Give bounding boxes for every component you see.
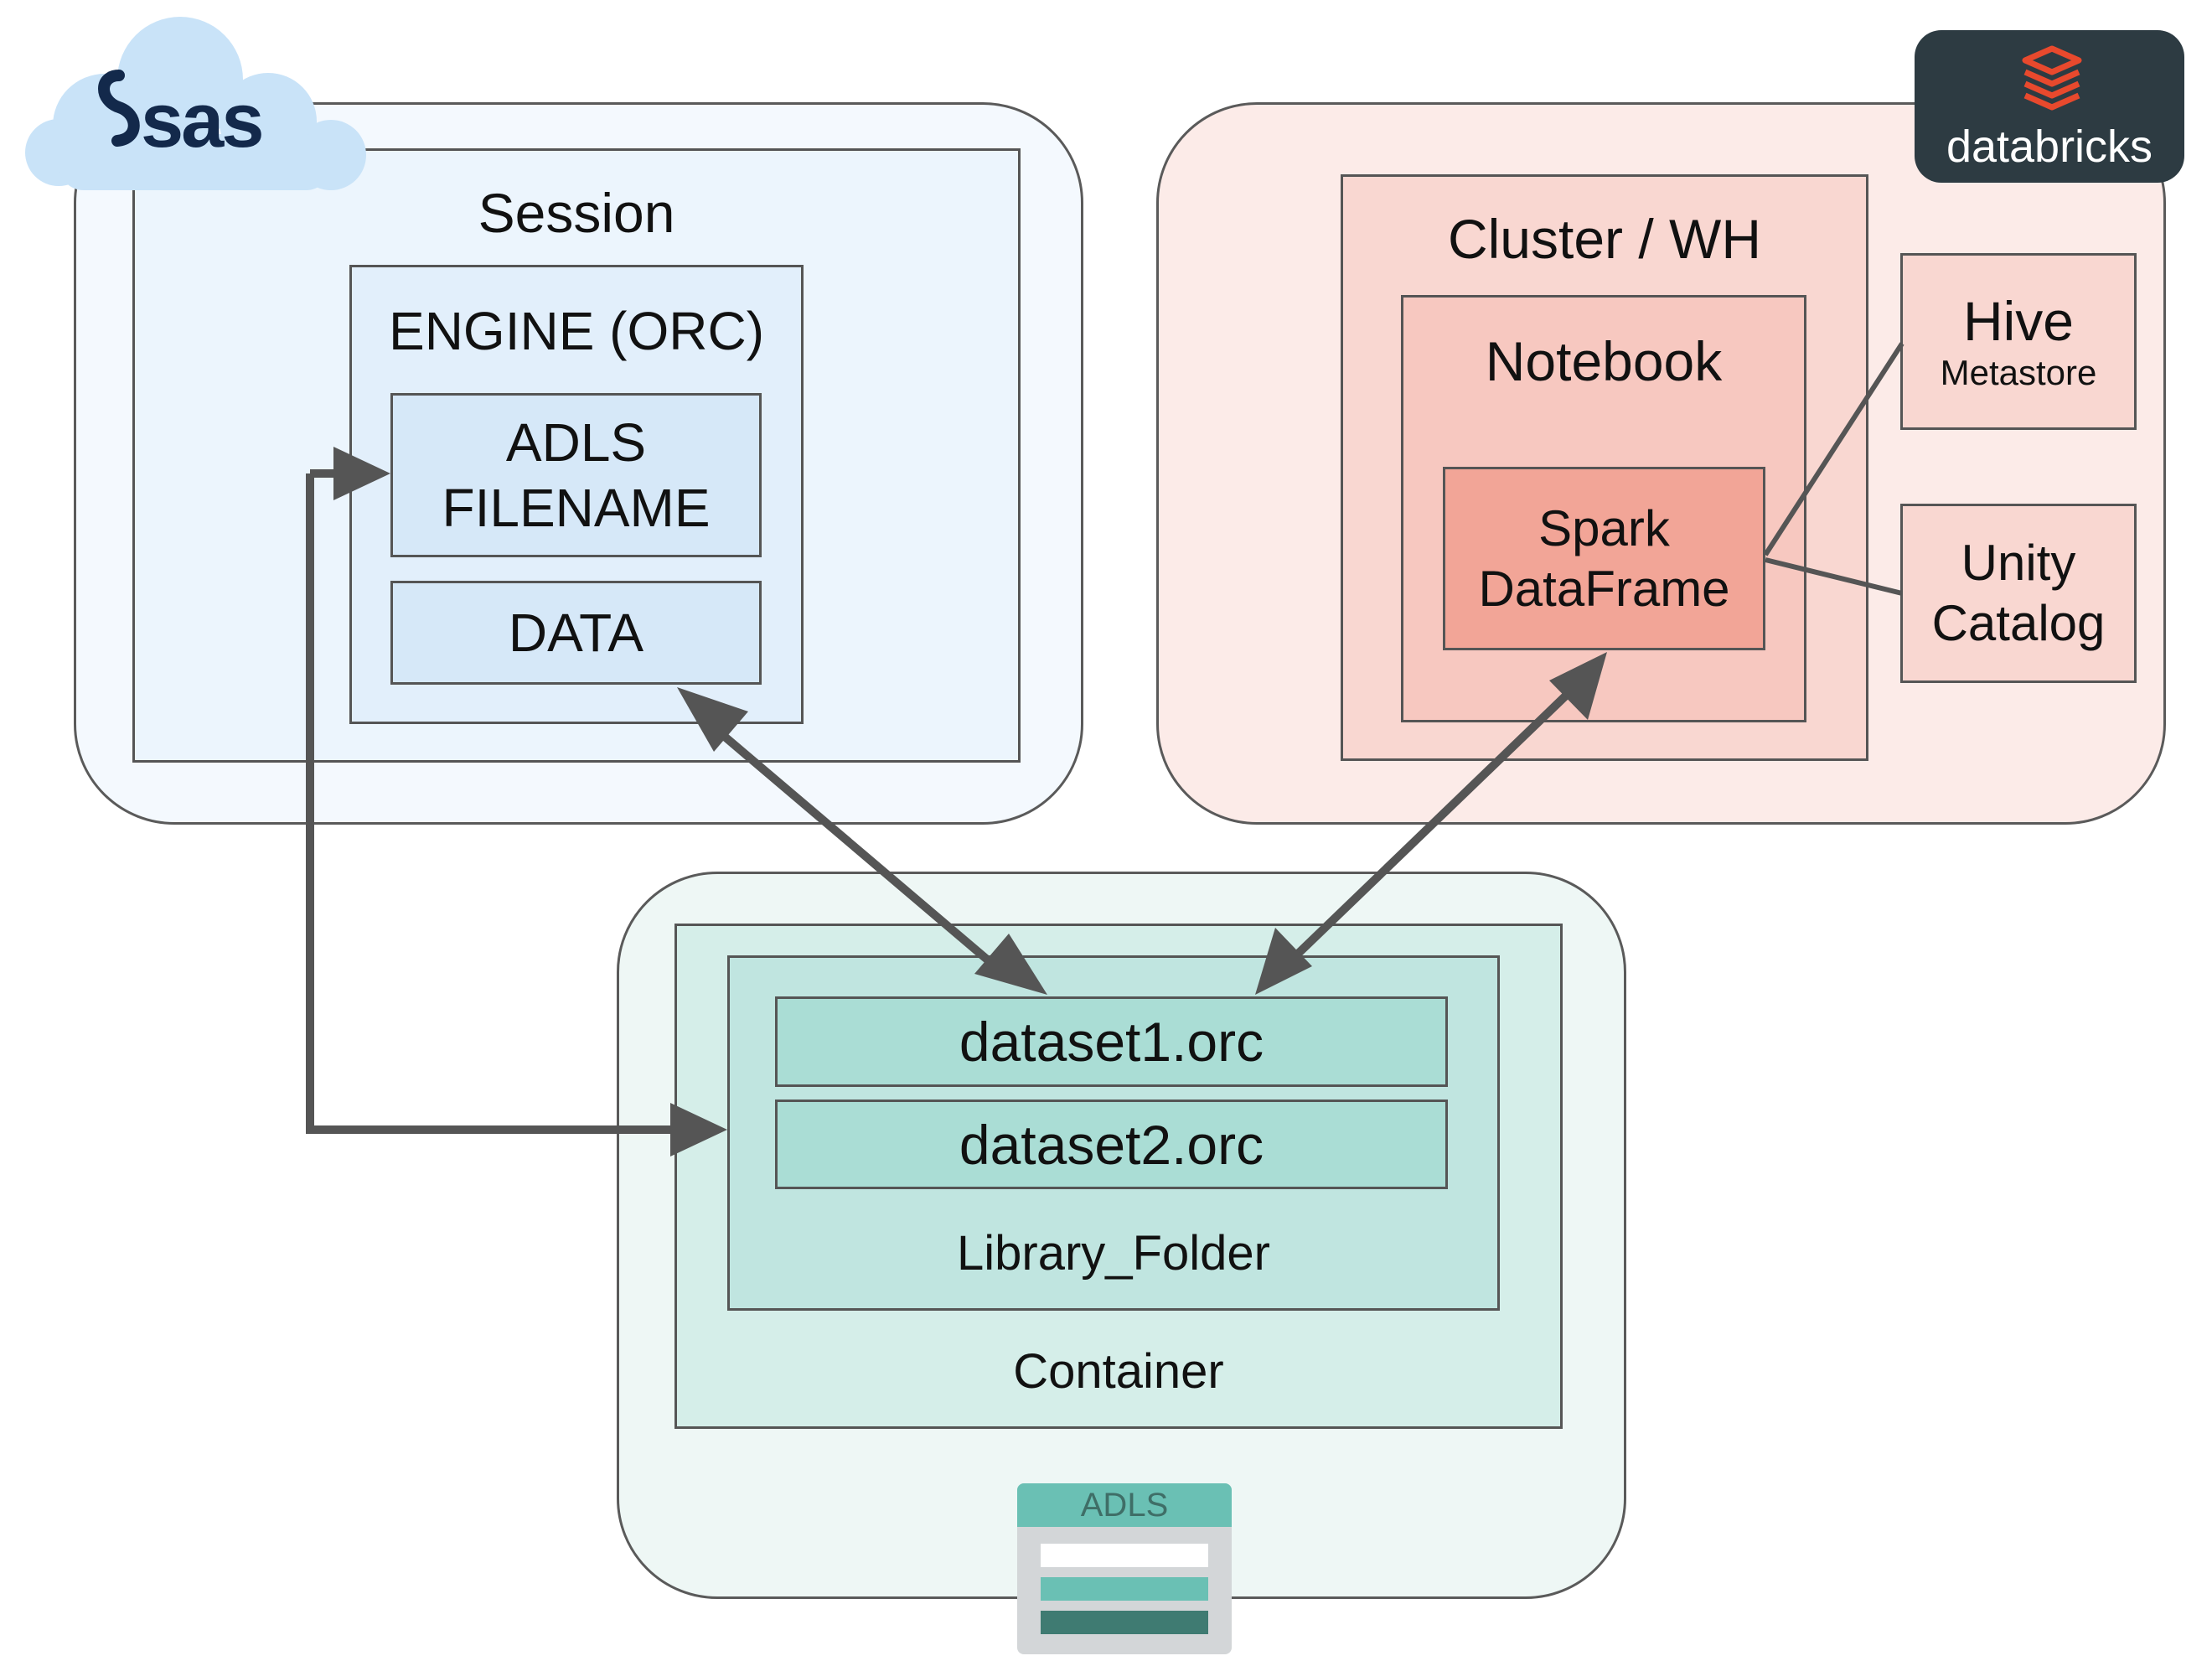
unity-catalog-box: Unity Catalog (1900, 504, 2137, 683)
adls-filename-line1: ADLS (505, 412, 647, 473)
spark-dataframe-box: Spark DataFrame (1443, 467, 1765, 650)
sas-cloud-icon (25, 17, 366, 190)
hive-title: Hive (1962, 289, 2075, 352)
dataset2-box: dataset2.orc (775, 1100, 1448, 1189)
hive-metastore-box: Hive Metastore (1900, 253, 2137, 430)
container-label: Container (1013, 1344, 1224, 1399)
library-folder-label: Library_Folder (957, 1226, 1270, 1281)
engine-label: ENGINE (ORC) (389, 301, 764, 361)
dataset1-box: dataset1.orc (775, 996, 1448, 1087)
adls-filename-box: ADLS FILENAME (390, 393, 762, 557)
cluster-label: Cluster / WH (1447, 208, 1762, 270)
unity-line2: Catalog (1931, 595, 2106, 651)
adls-icon-bar-teal (1041, 1577, 1208, 1601)
sas-data-label: DATA (508, 603, 644, 663)
unity-line1: Unity (1961, 535, 2076, 591)
adls-icon-label: ADLS (1080, 1487, 1169, 1524)
sas-logo: sas (25, 8, 385, 193)
databricks-logo: databricks (1915, 30, 2184, 183)
adls-icon-bar-dark (1041, 1611, 1208, 1634)
dataset1-label: dataset1.orc (959, 1011, 1264, 1073)
sas-swirl-icon (98, 70, 140, 147)
sas-data-box: DATA (390, 581, 762, 685)
adls-filename-line2: FILENAME (442, 478, 711, 538)
spark-line2: DataFrame (1478, 560, 1730, 617)
notebook-label: Notebook (1485, 330, 1723, 392)
hive-subtitle: Metastore (1940, 352, 2097, 392)
session-label: Session (478, 182, 675, 244)
sas-logo-text: sas (141, 78, 264, 163)
adls-icon-bar-white (1041, 1544, 1208, 1567)
adls-storage-icon: ADLS (1017, 1483, 1232, 1654)
spark-line1: Spark (1538, 499, 1670, 556)
adls-icon-header (1017, 1483, 1232, 1527)
databricks-stack-icon (2022, 45, 2082, 111)
dataset2-label: dataset2.orc (959, 1113, 1264, 1176)
databricks-logo-text: databricks (1946, 122, 2153, 172)
